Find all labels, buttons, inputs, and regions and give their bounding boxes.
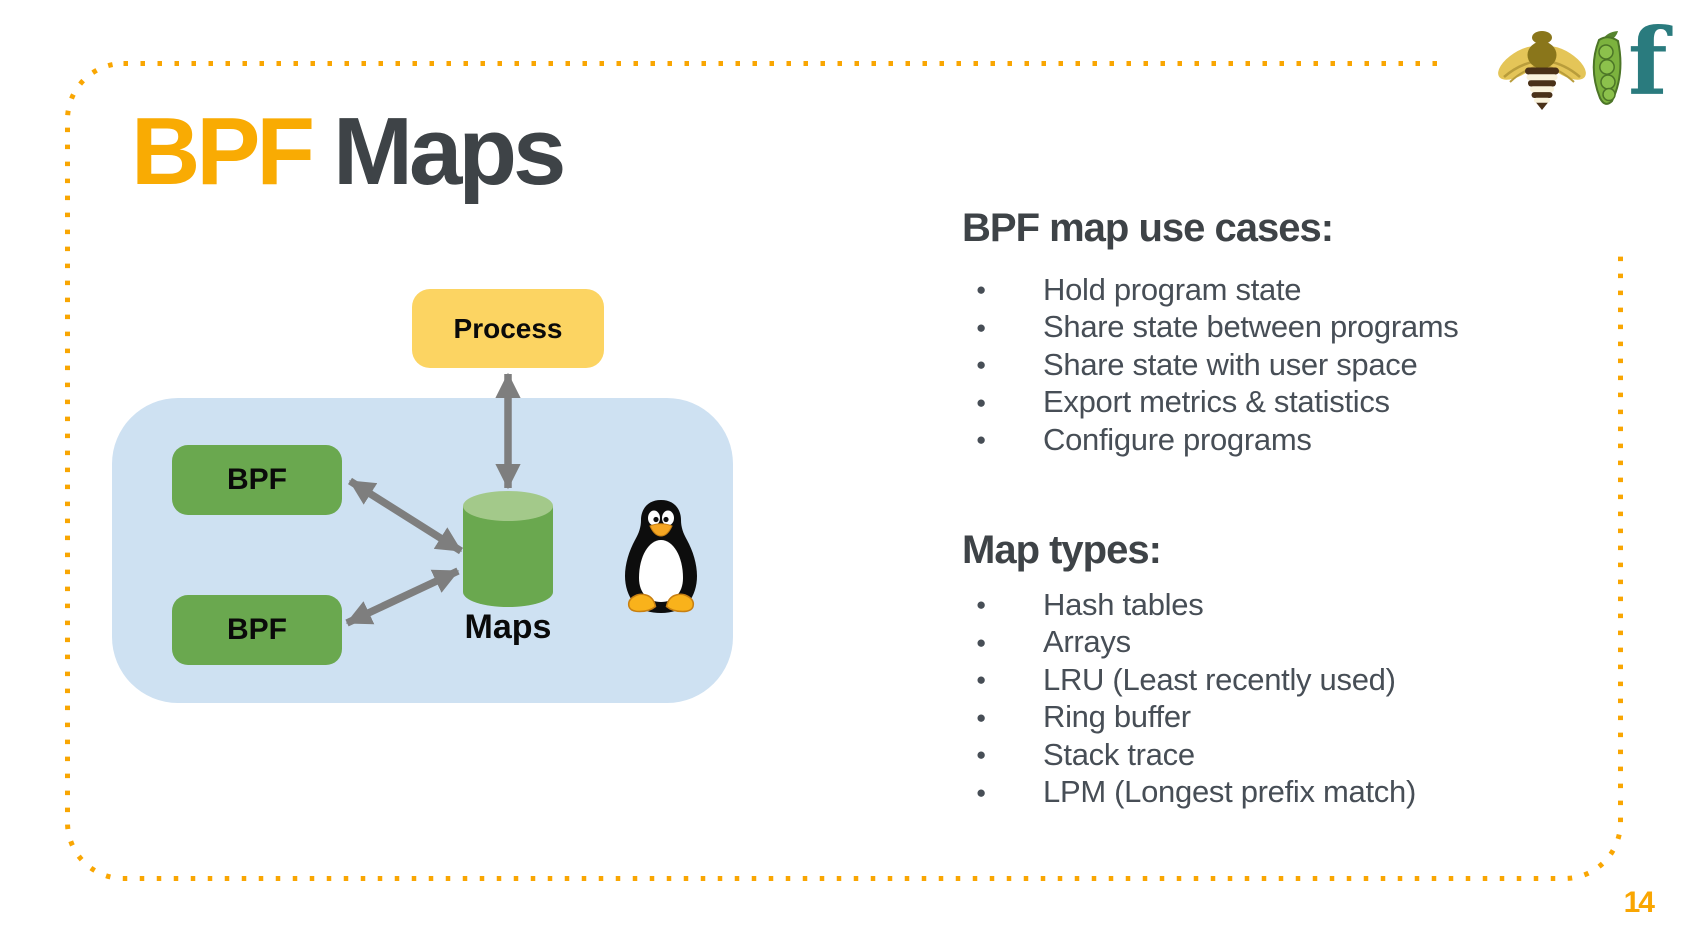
bullet-icon: ● xyxy=(976,707,987,727)
logo-area: f xyxy=(1446,0,1686,252)
list-item: ● Stack trace xyxy=(976,736,1416,774)
list-item-label: Configure programs xyxy=(1043,421,1312,457)
bullet-icon: ● xyxy=(976,317,987,337)
section-heading-use-cases: BPF map use cases: xyxy=(962,206,1334,250)
list-item: ● LRU (Least recently used) xyxy=(976,661,1416,699)
list-item: ● Export metrics & statistics xyxy=(976,384,1459,422)
bpf-bottom-label: BPF xyxy=(227,613,287,646)
bpf-node-bottom: BPF xyxy=(172,595,342,665)
list-item-label: Arrays xyxy=(1043,624,1131,660)
bullet-icon: ● xyxy=(976,280,987,300)
bullet-icon: ● xyxy=(976,745,987,765)
list-item: ● Ring buffer xyxy=(976,699,1416,737)
process-node: Process xyxy=(412,289,604,368)
list-item-label: LRU (Least recently used) xyxy=(1043,661,1396,697)
use-cases-list: ● Hold program state ● Share state between… xyxy=(976,271,1459,459)
list-item: ● Configure programs xyxy=(976,421,1459,459)
list-item-label: Share state between programs xyxy=(1043,309,1459,345)
list-item-label: Share state with user space xyxy=(1043,346,1418,382)
list-item: ● Hash tables xyxy=(976,586,1416,624)
list-item-label: Export metrics & statistics xyxy=(1043,384,1390,420)
page-number: 14 xyxy=(1623,886,1655,919)
bullet-icon: ● xyxy=(976,355,987,375)
bpf-top-label: BPF xyxy=(227,463,287,496)
section-heading-map-types: Map types: xyxy=(962,528,1162,572)
bpf-node-top: BPF xyxy=(172,445,342,515)
list-item: ● Share state with user space xyxy=(976,346,1459,384)
list-item: ● Arrays xyxy=(976,624,1416,662)
list-item-label: Ring buffer xyxy=(1043,699,1191,735)
maps-cylinder-icon xyxy=(463,491,553,607)
title-rest: Maps xyxy=(333,98,566,205)
list-item-label: Hold program state xyxy=(1043,271,1302,307)
list-item: ● Share state between programs xyxy=(976,309,1459,347)
list-item-label: Hash tables xyxy=(1043,586,1204,622)
process-label: Process xyxy=(453,312,563,344)
list-item-label: Stack trace xyxy=(1043,736,1195,772)
maps-label: Maps xyxy=(464,608,552,646)
title-accent: BPF xyxy=(131,98,315,205)
list-item: ● Hold program state xyxy=(976,271,1459,309)
ebpf-bee-icon xyxy=(1498,31,1586,110)
bullet-icon: ● xyxy=(976,670,987,690)
peapod-icon xyxy=(1592,31,1622,105)
f-letter-logo: f xyxy=(1628,8,1668,116)
bullet-icon: ● xyxy=(976,632,987,652)
bullet-icon: ● xyxy=(976,595,987,615)
bullet-icon: ● xyxy=(976,392,987,412)
tux-penguin-icon xyxy=(625,500,697,613)
bullet-icon: ● xyxy=(976,782,987,802)
list-item-label: LPM (Longest prefix match) xyxy=(1043,774,1416,810)
list-item: ● LPM (Longest prefix match) xyxy=(976,774,1416,812)
map-types-list: ● Hash tables ● Arrays ● LRU (Least recentl… xyxy=(976,586,1416,811)
bullet-icon: ● xyxy=(976,430,987,450)
